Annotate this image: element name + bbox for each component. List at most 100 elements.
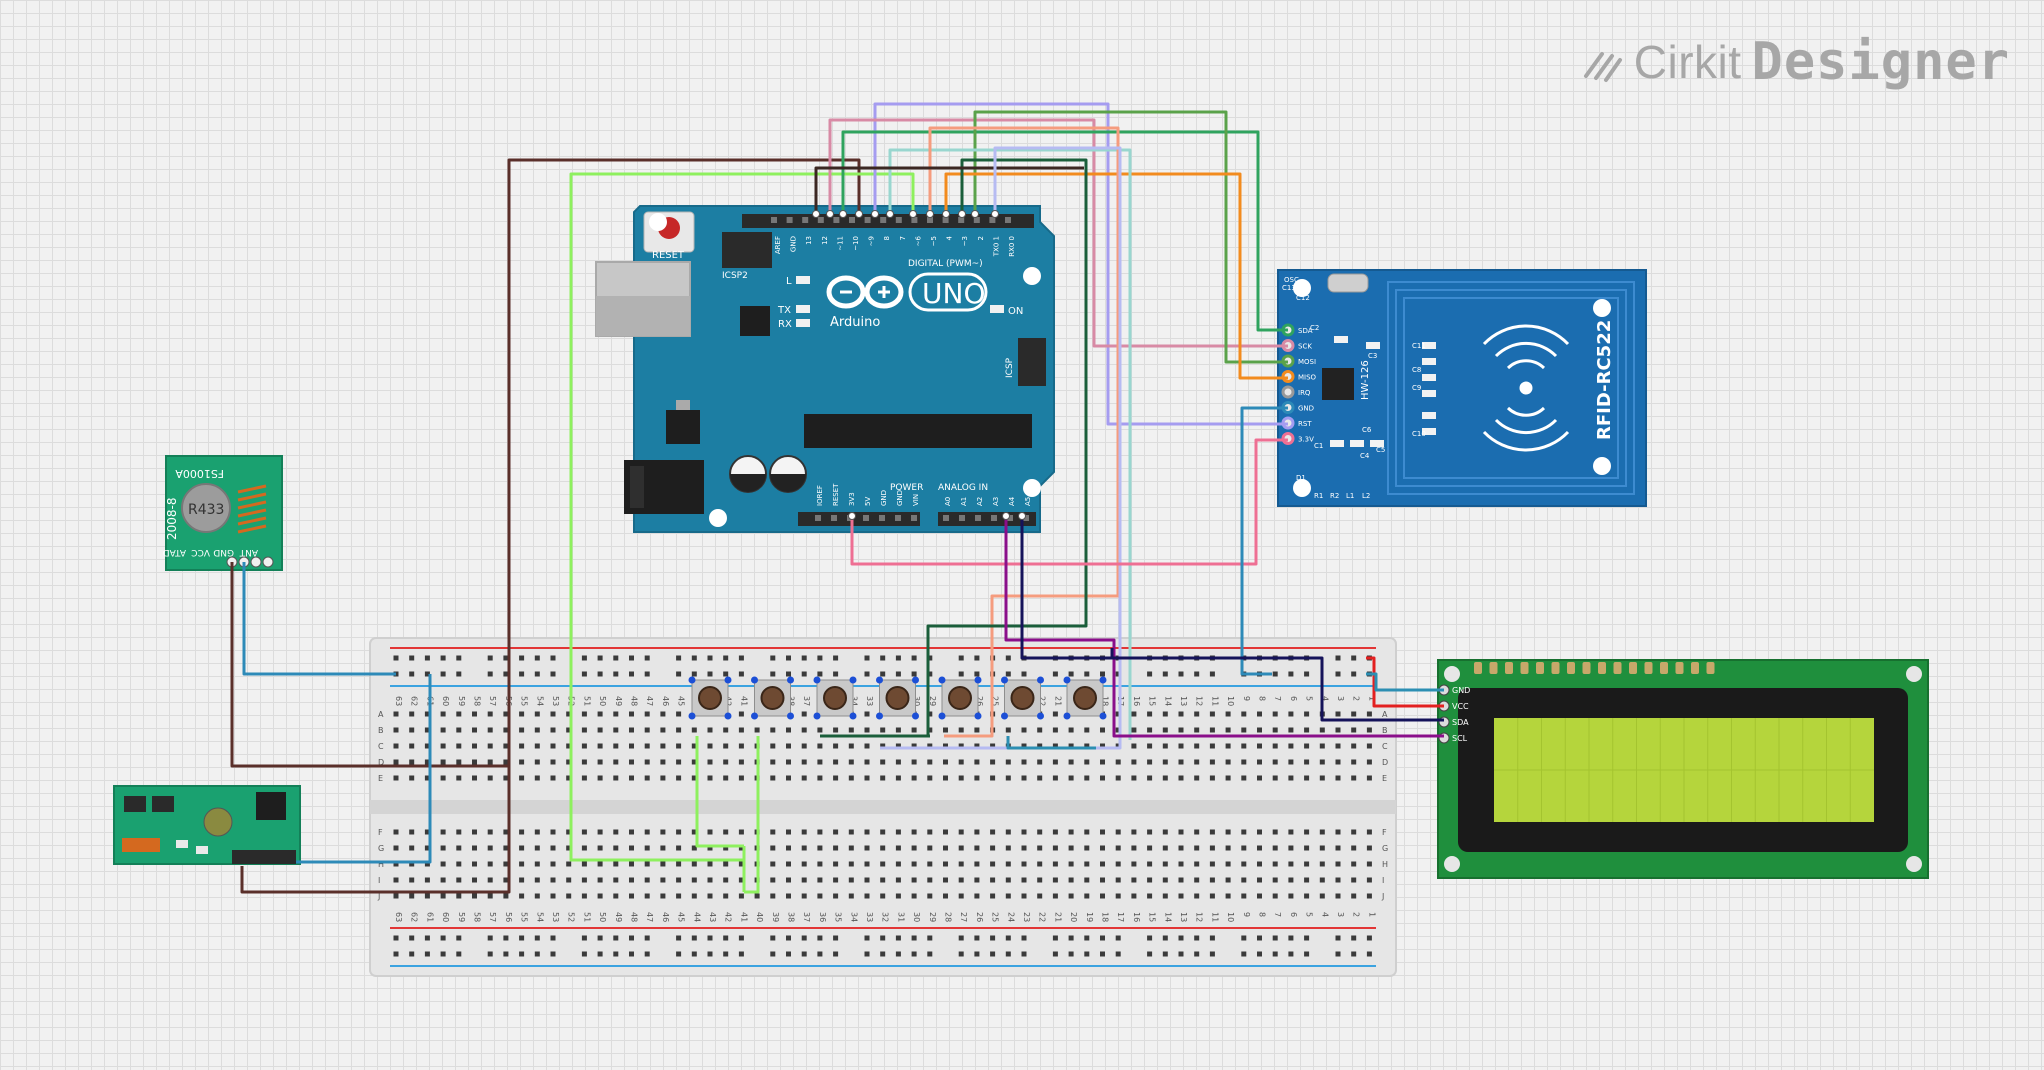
pushbutton[interactable]	[938, 676, 982, 720]
bb-col-number-top: 25	[991, 696, 1000, 706]
bb-col-number-bottom: 16	[1132, 912, 1141, 922]
bb-col-number-top: 15	[1148, 696, 1157, 706]
power-header	[798, 512, 920, 526]
arduino-infinity-logo	[826, 275, 904, 309]
wire-salmon[interactable]	[928, 126, 1120, 738]
l-led-label: L	[786, 276, 792, 287]
rfid-component-label: C1	[1314, 442, 1323, 450]
rfid-component-label: C8	[1412, 366, 1421, 374]
wire-olive[interactable]	[973, 110, 1288, 364]
bb-col-number-bottom: 4	[1320, 912, 1329, 917]
wire-teal-gnd[interactable]	[1366, 672, 1444, 692]
digital-pin-label: TX0 1	[992, 236, 1000, 257]
digital-pin-label: AREF	[774, 236, 782, 254]
bb-row-letter: G	[1382, 844, 1388, 853]
lcd-pin-label: SDA	[1452, 718, 1469, 727]
wire-orange[interactable]	[944, 172, 1288, 380]
pushbutton[interactable]	[876, 676, 919, 720]
wire-tx-brown[interactable]	[230, 562, 509, 768]
tx-batch-label: 2008-8	[165, 497, 179, 540]
bb-row-letter: D	[1382, 758, 1388, 767]
bb-col-number-bottom: 59	[457, 912, 466, 922]
pushbuttons[interactable]	[688, 676, 1107, 720]
bb-col-number-bottom: 45	[677, 912, 686, 922]
wire-brown-top[interactable]	[507, 158, 861, 770]
bb-col-number-top: 57	[488, 696, 497, 706]
bb-col-number-top: 12	[1195, 696, 1204, 706]
rx-coil-icon	[122, 838, 160, 852]
rfid-chip-label: HW-126	[1360, 360, 1371, 400]
digital-pin-label: ~5	[930, 236, 938, 246]
pushbutton[interactable]	[751, 676, 794, 720]
bb-col-number-top: 58	[473, 696, 482, 706]
rfid-component-label: C3	[1368, 352, 1377, 360]
rfid-pin-label: 3.3V	[1298, 436, 1314, 444]
wire-btn-green-2[interactable]	[744, 736, 760, 894]
rfid-component-label: L1	[1346, 492, 1354, 500]
bb-col-number-top: 22	[1038, 696, 1047, 706]
power-pin-label: GND	[880, 490, 888, 506]
atmega-chip	[804, 414, 1032, 448]
uno-label: UNO	[922, 277, 985, 310]
wire-navy-scl[interactable]	[1020, 516, 1444, 722]
pushbutton[interactable]	[1063, 676, 1107, 720]
bb-col-number-bottom: 46	[661, 912, 670, 922]
tx-pin-label: VCC	[191, 547, 210, 557]
bb-col-number-bottom: 55	[520, 912, 529, 922]
icsp2-header	[722, 232, 772, 268]
bb-col-number-bottom: 62	[410, 912, 419, 922]
bb-row-letter: C	[378, 742, 384, 751]
pushbutton[interactable]	[813, 676, 857, 720]
bb-col-number-top: 47	[645, 696, 654, 706]
wire-pink[interactable]	[828, 118, 1288, 348]
wire-red-vcc[interactable]	[1366, 656, 1444, 708]
rfid-component-label: C2	[1310, 324, 1319, 332]
pushbutton[interactable]	[688, 676, 732, 720]
rfid-pin[interactable]	[1281, 385, 1295, 399]
bb-col-number-bottom: 3	[1336, 912, 1345, 917]
icsp-label: ICSP	[1005, 357, 1015, 378]
wire-navy-row[interactable]	[1022, 648, 1114, 660]
bb-row-letter: A	[1382, 710, 1388, 719]
bb-col-number-bottom: 18	[1101, 912, 1110, 922]
coil-icon	[237, 484, 267, 534]
rfid-component-label: C11	[1412, 342, 1426, 350]
wire-tx-blue[interactable]	[242, 562, 396, 676]
rfid-rc522-module[interactable]: RFID-RC522 HW-126 C13C2C3C11C8C9C10C4C5C…	[1277, 269, 1647, 507]
bb-row-letter: B	[1382, 726, 1388, 735]
wire-blue-gnd[interactable]	[1240, 406, 1288, 676]
digital-pin-label: 8	[883, 236, 891, 240]
wire-lavender[interactable]	[873, 102, 1288, 426]
wire-btn-green-1[interactable]	[695, 736, 744, 848]
bb-col-number-bottom: 43	[708, 912, 717, 922]
bb-col-number-bottom: 35	[834, 912, 843, 922]
wire-lightgreen-long[interactable]	[569, 172, 915, 862]
wire-pink-power[interactable]	[850, 438, 1288, 566]
wire-rx-blue[interactable]	[296, 674, 432, 864]
wire-rx-brown[interactable]	[240, 770, 511, 894]
wire-btn-teal[interactable]	[1006, 736, 1096, 750]
wires[interactable]	[230, 102, 1444, 894]
bb-col-number-bottom: 6	[1289, 912, 1298, 917]
tx-pin-label: ANT	[239, 547, 258, 557]
bb-col-number-top: 16	[1132, 696, 1141, 706]
pushbutton[interactable]	[1001, 676, 1044, 720]
bb-col-number-bottom: 17	[1116, 912, 1125, 922]
digital-pin-label: ~6	[914, 235, 922, 246]
bb-col-number-bottom: 53	[551, 912, 560, 922]
wire-teal-light[interactable]	[888, 148, 1132, 740]
bb-col-number-top: 7	[1273, 696, 1282, 701]
wire-green[interactable]	[841, 130, 1288, 332]
rfid-pin-label: IRQ	[1298, 389, 1311, 397]
saw-resonator	[181, 483, 231, 533]
rf-receiver-module[interactable]	[113, 785, 301, 865]
analog-pin-label: A5	[1024, 497, 1032, 506]
